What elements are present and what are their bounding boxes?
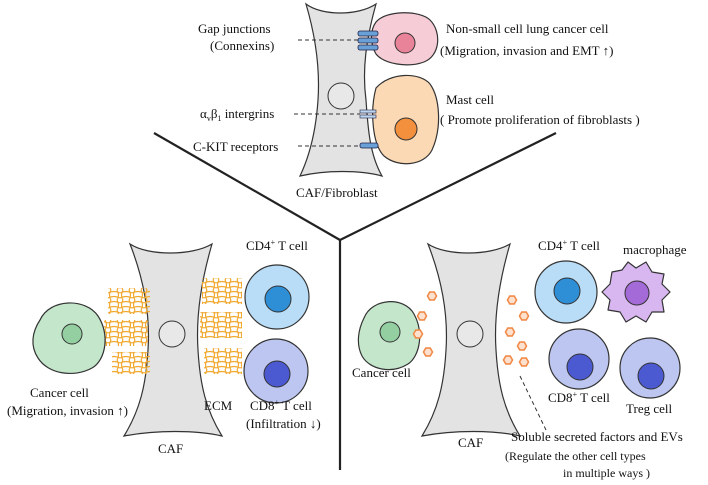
soluble-effect-line2: in multiple ways ) [563, 466, 650, 480]
cancer-effect-left: (Migration, invasion ↑) [7, 403, 128, 418]
factors-leader [519, 375, 547, 431]
cd8-label-right: CD8+ T cell [548, 390, 610, 405]
fibroblast-nucleus-top [327, 82, 355, 110]
cd8-nucleus-right [566, 353, 594, 381]
caf-label-left: CAF [158, 441, 183, 456]
cd4-nucleus-left [264, 285, 292, 313]
secreted-factor-hexagon [516, 341, 528, 351]
mast-title: Mast cell [446, 92, 494, 107]
ckit-connector [359, 142, 379, 149]
macrophage-nucleus [624, 280, 650, 306]
caf-nucleus-left [158, 320, 186, 348]
secreted-factor-hexagon [504, 327, 516, 337]
cancer-title-right: Cancer cell [352, 365, 411, 380]
ecm-label: ECM [204, 398, 233, 413]
integrins-label: αvβ1 intergrins [200, 106, 274, 123]
cd8-effect-left: (Infiltration ↓) [246, 416, 321, 431]
panel-dividers [153, 132, 557, 470]
integrin-connector [359, 109, 377, 119]
fibroblast-label: CAF/Fibroblast [296, 185, 378, 200]
cancer-title-left: Cancer cell [30, 385, 89, 400]
gap-junction-connectors [357, 30, 379, 51]
cd4-nucleus-right [553, 277, 581, 305]
nsclc-title: Non-small cell lung cancer cell [446, 21, 609, 36]
cd4-label-right: CD4+ T cell [538, 238, 600, 253]
mast-nucleus [394, 117, 418, 141]
left-panel: CD4+ T cell Cancer cell (Migration, inva… [7, 238, 321, 456]
nsclc-effect: (Migration, invasion and EMT ↑) [440, 43, 613, 58]
secreted-factors [412, 291, 530, 367]
caf-label-right: CAF [458, 435, 483, 450]
treg-nucleus [637, 362, 665, 390]
secreted-factor-hexagon [506, 295, 518, 305]
cd4-label-left: CD4+ T cell [246, 238, 308, 253]
cancer-nucleus-left [61, 323, 83, 345]
cd8-nucleus-left [263, 360, 291, 388]
connexins-label: (Connexins) [210, 38, 274, 53]
gap-junctions-label: Gap junctions [198, 21, 271, 36]
soluble-title: Soluble secreted factors and EVs [511, 429, 683, 444]
secreted-factor-hexagon [412, 329, 424, 339]
top-panel: Gap junctions (Connexins) αvβ1 intergrin… [193, 2, 640, 200]
nsclc-nucleus [394, 32, 416, 54]
right-panel: CD4+ T cell macrophage Cancer cell CD8+ … [352, 238, 687, 480]
secreted-factor-hexagon [422, 347, 434, 357]
secreted-factor-hexagon [502, 355, 514, 365]
treg-label: Treg cell [626, 401, 672, 416]
secreted-factor-hexagon [426, 291, 438, 301]
soluble-effect-line1: (Regulate the other cell types [505, 449, 646, 463]
mast-effect: ( Promote proliferation of fibroblasts ) [440, 112, 640, 127]
macrophage-label: macrophage [623, 242, 687, 257]
ckit-label: C-KIT receptors [193, 139, 278, 154]
caf-nucleus-right [456, 320, 484, 348]
secreted-factor-hexagon [518, 311, 530, 321]
ecm-fibers [104, 278, 242, 374]
secreted-factor-hexagon [416, 311, 428, 321]
cd8-label-left: CD8+ T cell [250, 398, 312, 413]
secreted-factor-hexagon [518, 357, 530, 367]
cancer-nucleus-right [379, 321, 401, 343]
